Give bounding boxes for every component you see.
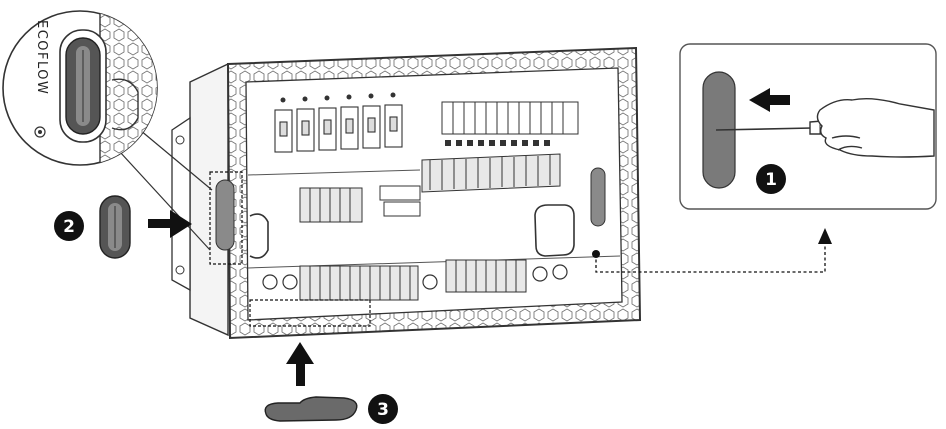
connector-block-left	[299, 187, 363, 223]
arrow-left-icon	[749, 88, 790, 112]
breaker-row	[274, 104, 403, 153]
highlight-bottom-slot	[249, 299, 371, 327]
grommet-step-3	[264, 396, 358, 422]
step-2-label: 2	[63, 217, 75, 237]
arrow-right-icon	[148, 210, 192, 238]
brand-text: ECOFLOW	[34, 20, 49, 95]
connector-block-bottom	[299, 259, 527, 301]
terminal-strip-upper	[441, 101, 579, 135]
arrow-up-small	[818, 228, 832, 244]
step-1-label: 1	[765, 170, 777, 190]
connector-block-middle	[421, 153, 561, 193]
grommet-slot-right	[590, 167, 606, 227]
step-2-badge	[54, 211, 84, 241]
step-3-group: 3	[264, 342, 398, 424]
grommet-slot-left	[215, 179, 235, 251]
highlight-left-slot	[209, 171, 243, 265]
step-1-panel: 1	[679, 43, 937, 210]
step-1-badge	[756, 164, 786, 194]
hand-icon	[816, 97, 935, 158]
enclosure	[171, 46, 642, 340]
step-3-label: 3	[377, 400, 389, 420]
dashed-leader	[595, 228, 832, 273]
step-3-badge	[368, 394, 398, 424]
step-2-group: 2	[54, 195, 192, 259]
arrow-up-icon	[286, 342, 314, 386]
